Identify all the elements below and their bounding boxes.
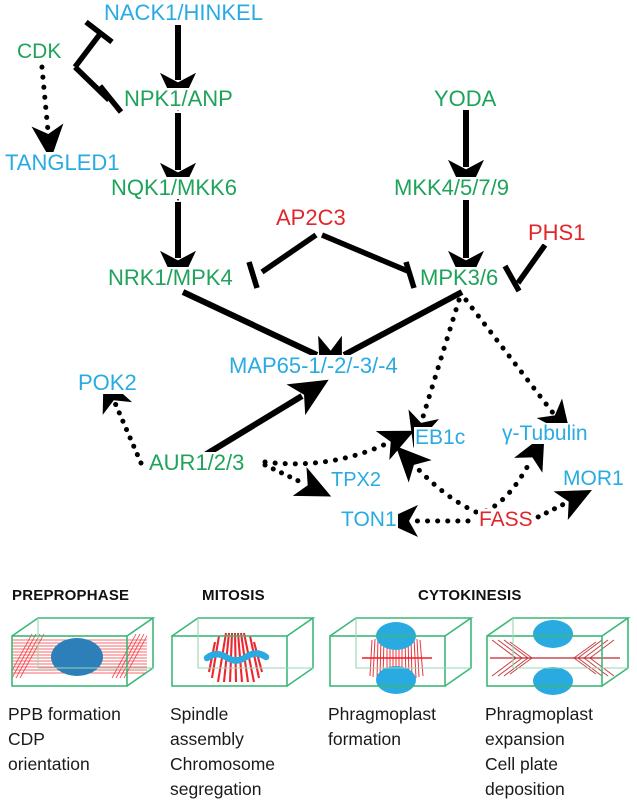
edge-aur-pok2 — [102, 376, 144, 466]
nucleus-expansion-bottom — [533, 667, 573, 695]
stage-title-mitosis: MITOSIS — [202, 587, 265, 604]
edge-cdk-inhibitions — [72, 19, 124, 114]
edge-mpk36-eb1c — [408, 297, 462, 448]
node-map65[interactable]: MAP65-1/-2/-3/-4 — [228, 353, 399, 378]
stage-title-cytokinesis: CYTOKINESIS — [418, 587, 522, 604]
node-yoda[interactable]: YODA — [433, 86, 498, 111]
node-ton1[interactable]: TON1 — [340, 508, 398, 531]
edge-aur-tpx2 — [262, 462, 332, 497]
metaphase-plate — [203, 650, 270, 664]
stage-caption-preprophase: PPB formation CDP orientation — [8, 704, 121, 774]
cell-box-phragmoplast-formation — [329, 617, 474, 694]
edge-aur-eb1c — [262, 430, 415, 467]
edge-nrk1-map65 — [181, 289, 346, 369]
edge-aur-map65 — [198, 379, 329, 461]
node-nqk1[interactable]: NQK1/MKK6 — [110, 175, 238, 200]
cell-box-phragmoplast-expansion — [486, 617, 631, 695]
edge-fass-gtubulin — [483, 434, 545, 514]
node-gtubulin[interactable]: γ-Tubulin — [501, 422, 589, 445]
node-mor1[interactable]: MOR1 — [562, 467, 625, 490]
edge-mpk36-map65 — [316, 289, 464, 370]
edge-ap2c3-mpk36 — [320, 232, 417, 289]
node-tpx2[interactable]: TPX2 — [330, 469, 383, 491]
nucleus-preprophase — [51, 638, 103, 676]
node-eb1c[interactable]: EB1c — [414, 426, 467, 449]
node-nrk1[interactable]: NRK1/MPK4 — [107, 265, 234, 290]
node-cdk[interactable]: CDK — [16, 40, 63, 63]
stage-caption-mitosis: Spindle assembly Chromosome segregation — [170, 704, 276, 799]
stage-title-preprophase: PREPROPHASE — [12, 587, 130, 604]
edge-fass-mor1 — [527, 490, 592, 524]
stage-caption-phragmoplast-expansion: Phragmoplast expansion Cell plate deposi… — [485, 704, 593, 799]
nucleus-daughter-top — [376, 622, 416, 650]
cell-box-preprophase — [11, 617, 156, 687]
node-phs1[interactable]: PHS1 — [527, 220, 587, 245]
nucleus-expansion-top — [533, 620, 573, 648]
edge-cdk-tangled1 — [31, 54, 64, 160]
node-npk1[interactable]: NPK1/ANP — [123, 86, 234, 111]
node-aur[interactable]: AUR1/2/3 — [148, 450, 246, 475]
node-pok2[interactable]: POK2 — [77, 370, 138, 395]
pathway-connectors — [31, 19, 592, 538]
stage-caption-phragmoplast-formation: Phragmoplast formation — [328, 704, 436, 749]
nucleus-daughter-bottom — [376, 666, 416, 694]
node-mkk4[interactable]: MKK4/5/7/9 — [393, 175, 510, 200]
node-tangled1[interactable]: TANGLED1 — [4, 150, 121, 175]
edge-fass-eb1c — [395, 446, 479, 515]
edge-phs1-mpk36 — [502, 243, 548, 293]
node-fass[interactable]: FASS — [478, 508, 534, 531]
edge-mpk36-gtubulin — [463, 297, 571, 436]
node-ap2c3[interactable]: AP2C3 — [275, 205, 347, 230]
edge-ap2c3-nrk1 — [246, 232, 318, 289]
node-mpk36[interactable]: MPK3/6 — [419, 265, 500, 290]
cell-box-mitosis — [171, 617, 316, 687]
node-nack1[interactable]: NACK1/HINKEL — [103, 0, 264, 25]
